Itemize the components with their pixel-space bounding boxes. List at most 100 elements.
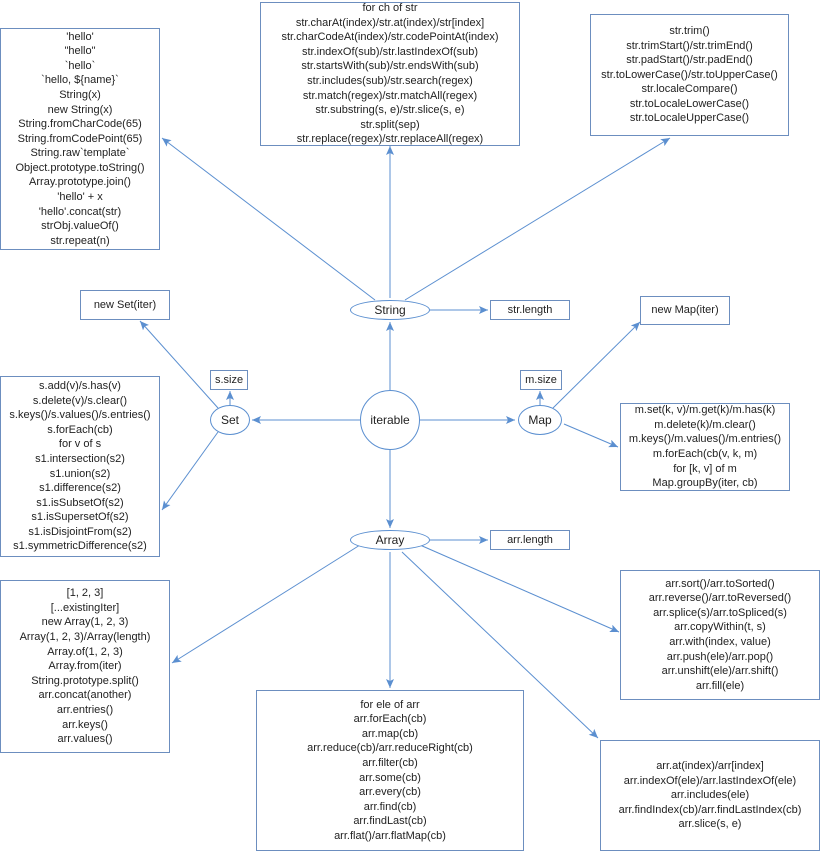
method-line: arr.forEach(cb) [353,713,427,726]
method-line: str.localeCompare() [641,83,738,96]
method-line: arr.at(index)/arr[index] [656,760,764,773]
edge-array-mutate [419,544,620,633]
method-line: str.toLocaleLowerCase() [629,97,750,110]
s-size-box: s.size [210,370,248,390]
method-line: arr.values() [57,733,113,746]
new-map-box: new Map(iter) [640,296,730,325]
method-line: m.set(k, v)/m.get(k)/m.has(k) [634,404,776,417]
method-line: arr.copyWithin(t, s) [674,621,766,634]
arr-length-box: arr.length [490,530,570,550]
method-line: s1.union(s2) [49,467,111,480]
method-line: String.fromCharCode(65) [18,118,142,131]
method-line: arr.concat(another) [38,689,132,702]
method-line: str.trimStart()/str.trimEnd() [626,39,753,52]
iterable-node: iterable [360,390,420,450]
array-iterate-box: for ele of arr arr.forEach(cb)arr.map(cb)… [256,690,524,851]
method-line: for [k, v] of m [673,462,737,475]
method-line: str.indexOf(sub)/str.lastIndexOf(sub) [301,45,479,58]
method-line: arr.splice(s)/arr.toSpliced(s) [653,606,787,619]
method-line: arr.indexOf(ele)/arr.lastIndexOf(ele) [623,774,797,787]
method-line: m.delete(k)/m.clear() [654,418,756,431]
method-line: str.charAt(index)/str.at(index)/str[inde… [295,16,485,29]
string-create-box: 'hello'"hello"`hello``hello, ${name}`Str… [0,28,160,250]
new-set-box: new Set(iter) [80,290,170,320]
method-line: [...existingIter] [50,601,120,614]
map-node: Map [518,405,562,435]
method-line: s1.isSupersetOf(s2) [31,511,129,524]
method-line: arr.push(ele)/arr.pop() [666,650,774,663]
method-line: str.split(sep) [360,118,420,131]
method-line: arr.flat()/arr.flatMap(cb) [334,829,446,842]
method-line: new String(x) [47,103,113,116]
method-line: Array(1, 2, 3)/Array(length) [19,631,151,644]
method-line: arr.find(cb) [363,800,417,813]
method-line: m.keys()/m.values()/m.entries() [628,433,782,446]
method-line: s1.isSubsetOf(s2) [36,496,124,509]
array-node: Array [350,530,430,550]
method-line: str.padStart()/str.padEnd() [626,54,753,67]
edge-string-create [161,137,376,301]
method-line: str.repeat(n) [50,234,110,247]
method-line: str.substring(s, e)/str.slice(s, e) [315,104,465,117]
method-line: str.charCodeAt(index)/str.codePointAt(in… [281,31,499,44]
method-line: arr.with(index, value) [669,636,771,648]
str-length-box: str.length [490,300,570,320]
method-line: str.toLowerCase()/str.toUpperCase() [601,68,778,81]
string-node: String [350,300,430,320]
method-line: Array.prototype.join() [29,176,131,189]
method-line: for ele of arr [360,698,420,711]
array-search-box: arr.at(index)/arr[index]arr.indexOf(ele)… [600,740,820,851]
method-line: str.trim() [669,24,710,37]
method-line: arr.keys() [62,718,108,731]
method-line: str.startsWith(sub)/str.endsWith(sub) [301,60,479,73]
method-line: `hello, ${name}` [41,74,119,87]
method-line: s.forEach(cb) [47,423,113,436]
method-line: arr.findLast(cb) [353,815,427,828]
method-line: String.prototype.split() [31,674,139,687]
edge-array-create [171,544,361,664]
edge-set-new [139,320,219,409]
method-line: Array.of(1, 2, 3) [47,645,123,658]
method-line: arr.findIndex(cb)/arr.findLastIndex(cb) [618,803,802,816]
set-methods-box: s.add(v)/s.has(v) s.delete(v)/s.clear() s.… [0,376,160,557]
method-line: arr.entries() [56,703,114,716]
method-line: `hello` [64,59,96,72]
edge-string-transform [404,137,671,301]
method-line: Object.prototype.toString() [15,161,145,174]
edge-map-methods [563,423,619,448]
method-line: str.toLocaleUpperCase() [629,112,750,125]
method-line: str.match(regex)/str.matchAll(regex) [302,89,478,102]
method-line: m.forEach(cb(v, k, m) [652,448,758,460]
array-mutate-box: arr.sort()/arr.toSorted() arr.reverse()/a… [620,570,820,700]
method-line: arr.every(cb) [359,786,421,799]
method-line: String(x) [59,88,101,101]
method-line: s1.difference(s2) [39,482,121,495]
method-line: arr.includes(ele) [670,789,750,802]
method-line: arr.some(cb) [359,771,421,784]
method-line: s1.intersection(s2) [35,452,125,465]
method-line: s.add(v)/s.has(v) [39,379,121,392]
method-line: new Array(1, 2, 3) [41,616,129,629]
method-line: arr.sort()/arr.toSorted() [665,577,775,590]
array-create-box: [1, 2, 3][...existingIter]new Array(1, 2… [0,580,170,753]
method-line: arr.slice(s, e) [678,818,742,831]
edge-set-methods [161,431,219,511]
method-line: s.keys()/s.values()/s.entries() [9,409,151,422]
method-line: strObj.valueOf() [41,220,119,233]
method-line: arr.unshift(ele)/arr.shift() [661,665,779,678]
method-line: 'hello'.concat(str) [38,205,122,218]
method-line: "hello" [64,45,96,58]
method-line: arr.reduce(cb)/arr.reduceRight(cb) [307,742,473,755]
method-line: 'hello' [66,30,94,43]
method-line: arr.reverse()/arr.toReversed() [648,592,792,605]
m-size-box: m.size [520,370,562,390]
method-line: s.delete(v)/s.clear() [32,394,128,407]
method-line: String.raw`template` [30,147,130,160]
method-line: str.includes(sub)/str.search(regex) [307,75,473,87]
method-line: s1.symmetricDifference(s2) [13,540,147,553]
method-line: arr.map(cb) [361,727,419,740]
method-line: String.fromCodePoint(65) [17,132,143,145]
method-line: arr.filter(cb) [362,756,418,769]
